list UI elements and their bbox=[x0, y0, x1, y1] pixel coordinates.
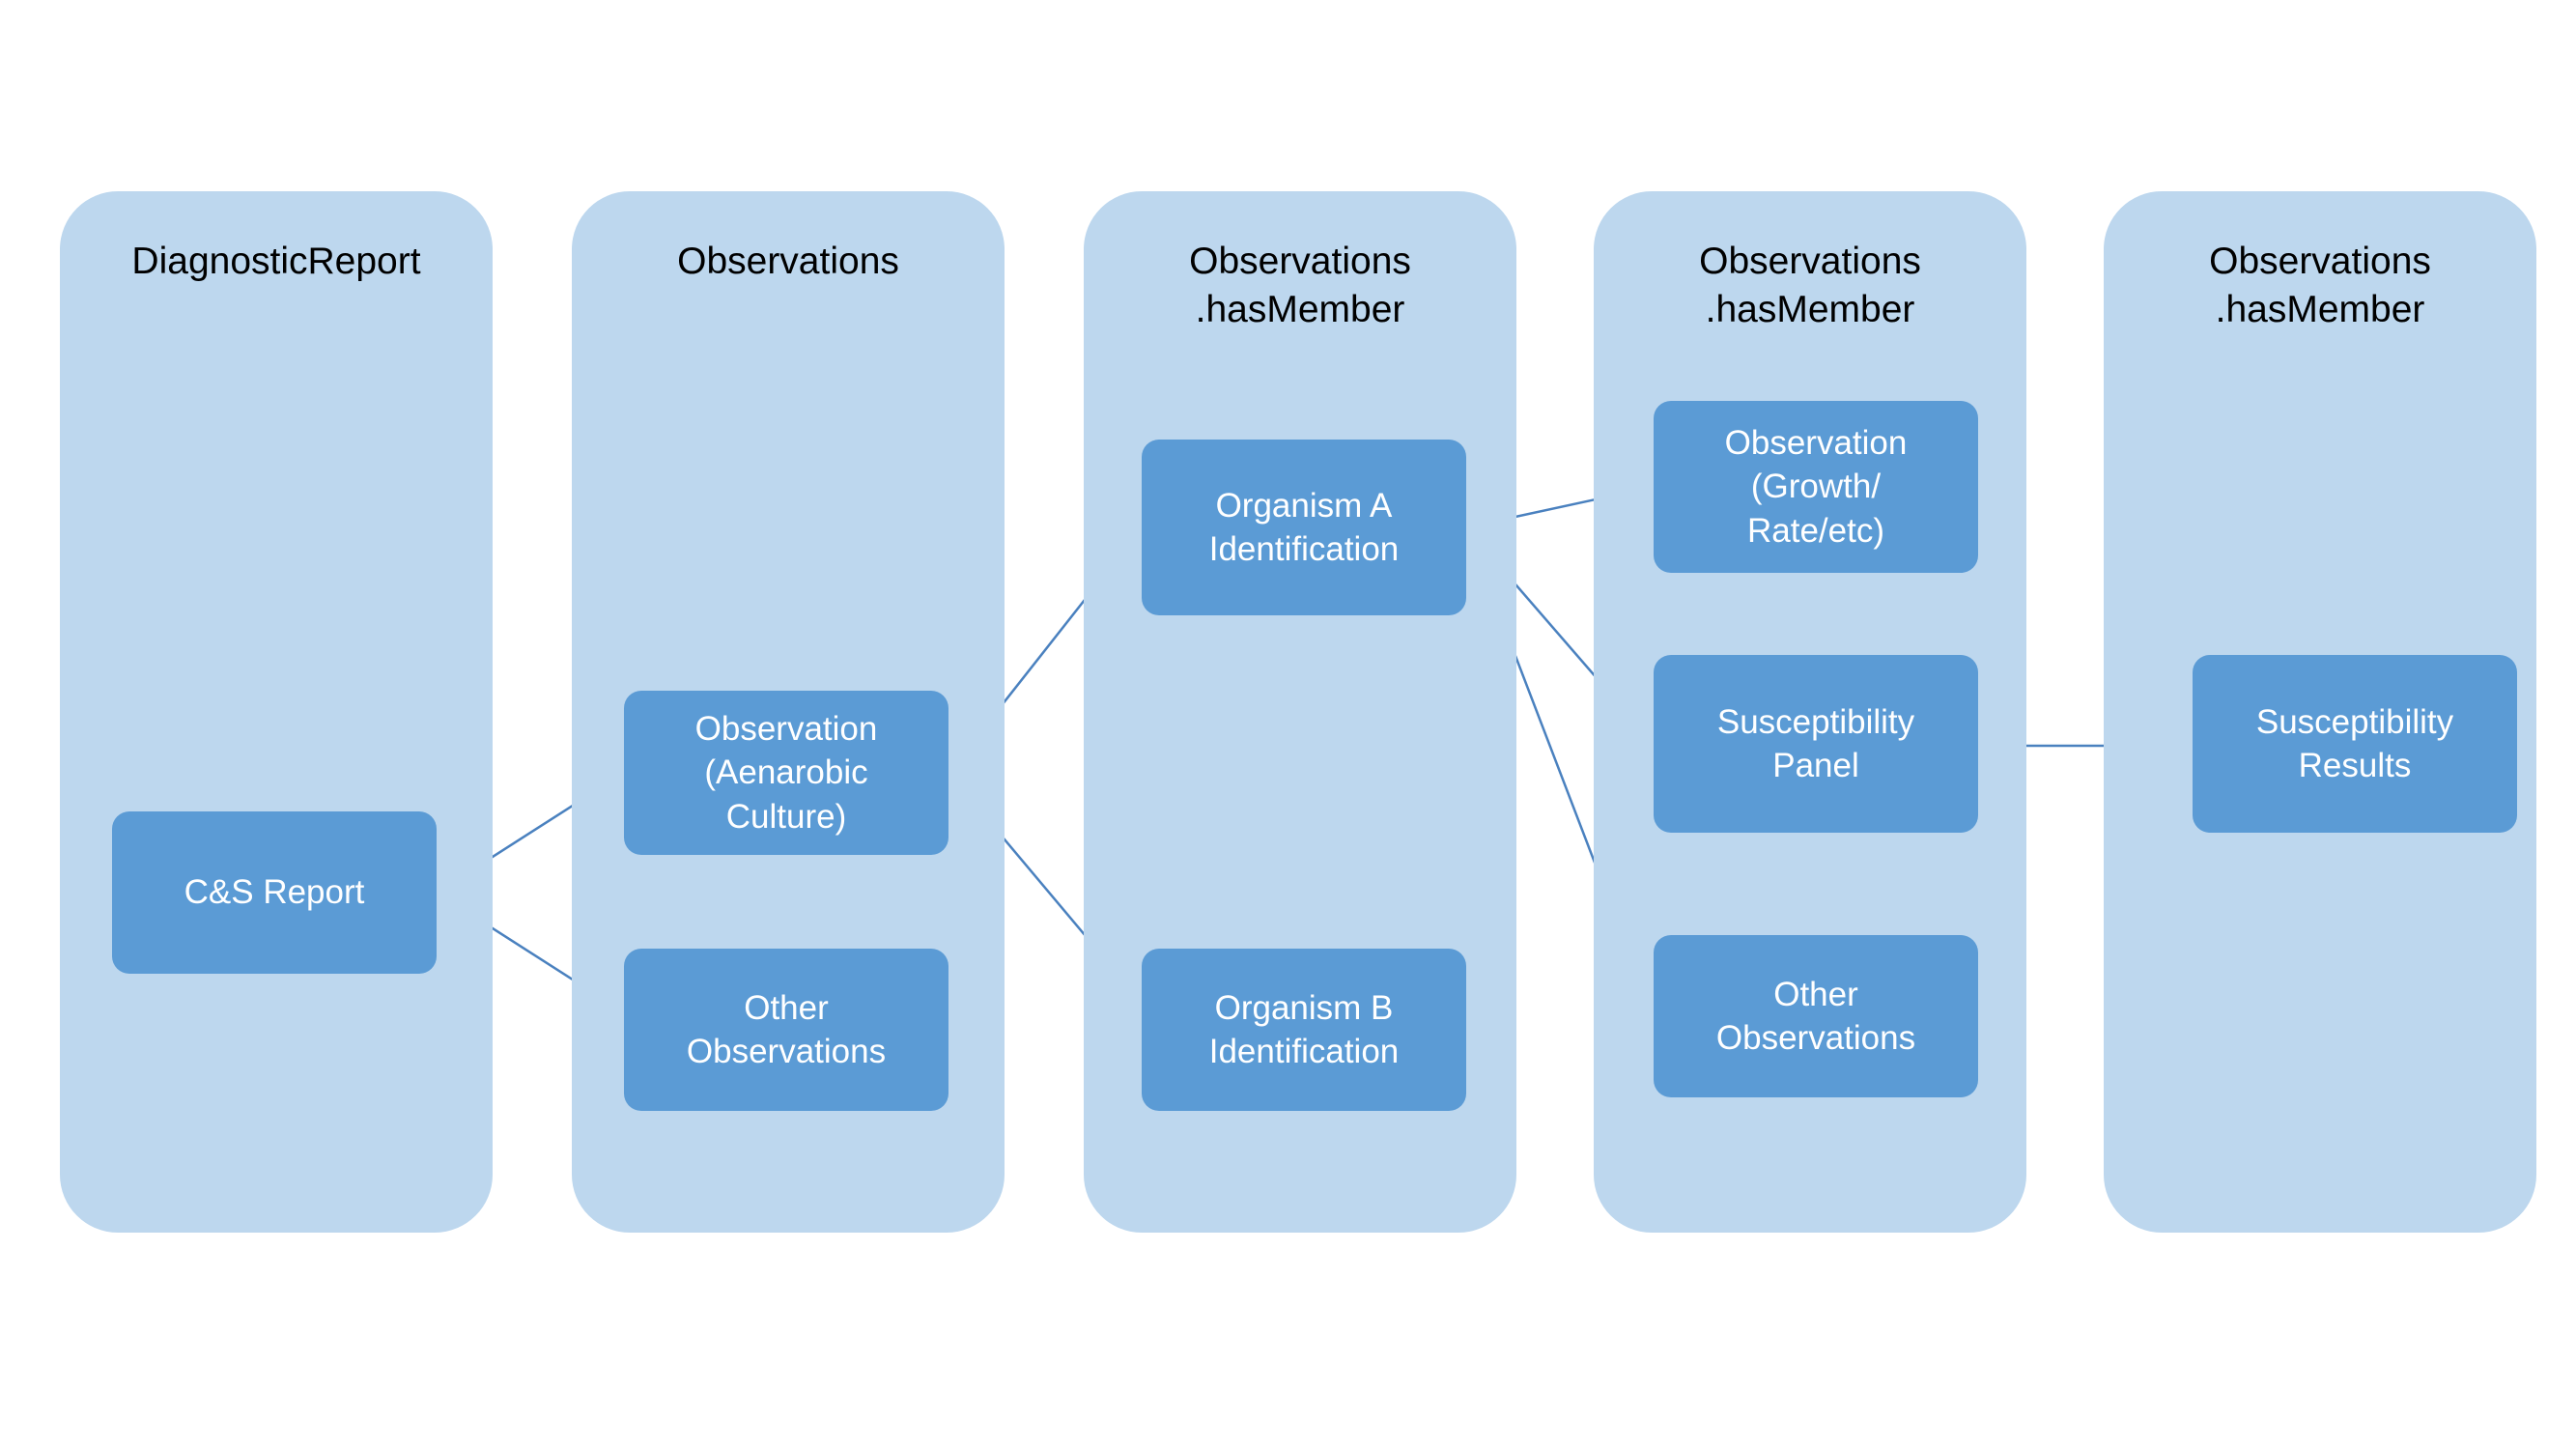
lane-diagnosticreport[interactable]: DiagnosticReport bbox=[60, 191, 493, 1233]
lane-hasmember-3-title: Observations .hasMember bbox=[2209, 241, 2431, 330]
lane-hasmember-2-title: Observations .hasMember bbox=[1699, 241, 1921, 330]
node-susceptibility-results[interactable]: Susceptibility Results bbox=[2193, 655, 2517, 833]
node-observation-growth-rate[interactable]: Observation (Growth/ Rate/etc) bbox=[1654, 401, 1978, 573]
lane-hasmember-1-title: Observations .hasMember bbox=[1189, 241, 1411, 330]
node-cs-report[interactable]: C&S Report bbox=[112, 811, 437, 974]
node-organism-b-identification[interactable]: Organism B Identification bbox=[1142, 949, 1466, 1111]
node-other-observations-1[interactable]: Other Observations bbox=[624, 949, 948, 1111]
lane-observations-title: Observations bbox=[677, 241, 899, 282]
node-observation-aenarobic-culture[interactable]: Observation (Aenarobic Culture) bbox=[624, 691, 948, 855]
lane-diagnosticreport-title: DiagnosticReport bbox=[131, 241, 421, 282]
node-susceptibility-panel[interactable]: Susceptibility Panel bbox=[1654, 655, 1978, 833]
node-other-observations-2[interactable]: Other Observations bbox=[1654, 935, 1978, 1097]
node-organism-a-identification[interactable]: Organism A Identification bbox=[1142, 440, 1466, 615]
